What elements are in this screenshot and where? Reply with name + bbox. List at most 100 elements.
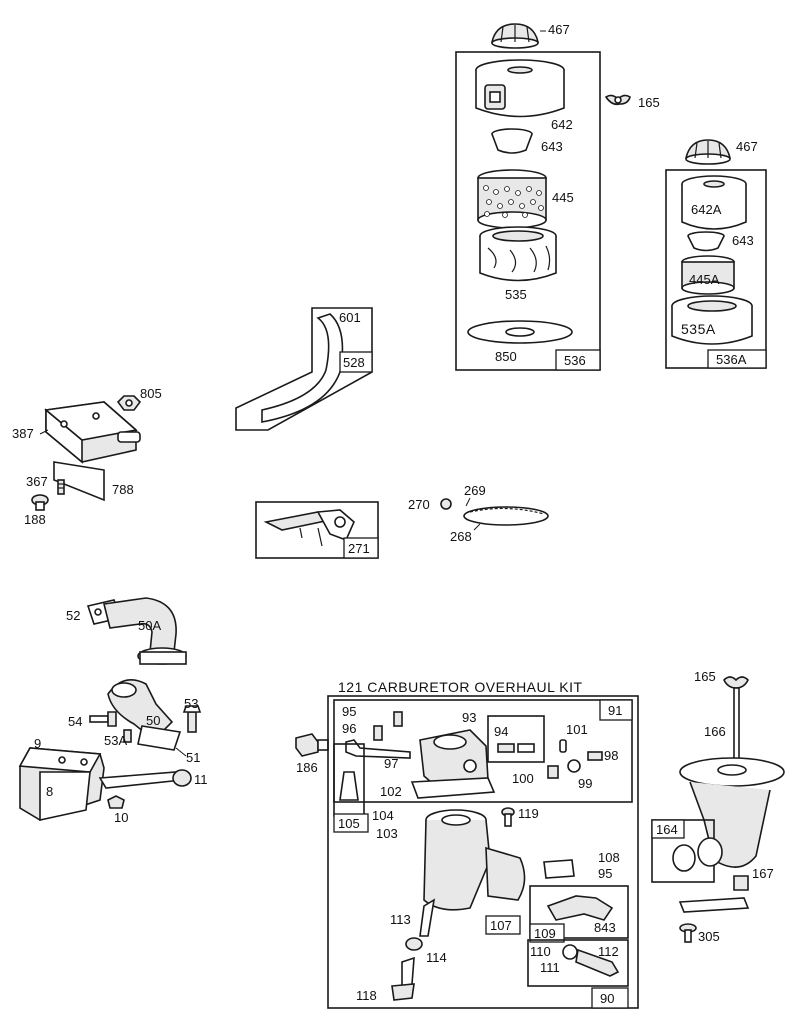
label-119: 119 bbox=[518, 806, 539, 821]
screw-10[interactable] bbox=[107, 795, 125, 809]
box-121 bbox=[327, 695, 639, 1009]
label-271: 271 bbox=[348, 541, 370, 556]
wing-nut-165[interactable] bbox=[604, 94, 631, 106]
label-536: 536 bbox=[564, 353, 586, 368]
label-165-right: 165 bbox=[694, 669, 716, 684]
rod-166[interactable] bbox=[733, 687, 740, 763]
cover-642A[interactable] bbox=[681, 175, 747, 230]
cup-643-alt[interactable] bbox=[687, 231, 725, 252]
wing-bolt-165[interactable] bbox=[723, 676, 749, 689]
bracket-788[interactable] bbox=[53, 461, 105, 502]
label-50A: 50A bbox=[138, 618, 161, 633]
kit-title: 121 CARBURETOR OVERHAUL KIT bbox=[338, 679, 583, 695]
gasket-102[interactable] bbox=[410, 777, 496, 799]
label-52: 52 bbox=[66, 608, 80, 623]
screw-305[interactable] bbox=[679, 923, 697, 943]
manifold-50[interactable] bbox=[107, 678, 182, 751]
link-268[interactable] bbox=[463, 506, 549, 526]
screw-95[interactable] bbox=[393, 711, 403, 727]
label-53: 53 bbox=[184, 696, 198, 711]
screw-54[interactable] bbox=[89, 711, 117, 727]
screw-53A[interactable] bbox=[123, 729, 132, 743]
bracket-167[interactable] bbox=[678, 875, 750, 913]
label-50: 50 bbox=[146, 713, 160, 728]
screw-96[interactable] bbox=[373, 725, 383, 741]
knob-467[interactable] bbox=[491, 23, 539, 49]
nut-805[interactable] bbox=[116, 395, 142, 411]
label-112: 112 bbox=[598, 944, 619, 959]
knob-467-alt[interactable] bbox=[685, 139, 731, 165]
control-lever[interactable] bbox=[263, 509, 355, 547]
bowl-nut-118[interactable] bbox=[391, 956, 415, 1001]
carburetor-upper-93[interactable] bbox=[419, 729, 489, 791]
spring-99[interactable] bbox=[567, 759, 581, 773]
label-105: 105 bbox=[338, 816, 360, 831]
air-cleaner-assembly-536A: 467 642A 643 445A 535A 536A bbox=[665, 139, 767, 369]
label-167: 167 bbox=[752, 866, 774, 881]
needle-94[interactable] bbox=[497, 743, 535, 753]
label-642A: 642A bbox=[691, 202, 722, 217]
label-109: 109 bbox=[534, 926, 556, 941]
label-186: 186 bbox=[296, 760, 318, 775]
part-101[interactable] bbox=[559, 739, 567, 753]
screw-188[interactable] bbox=[31, 494, 49, 511]
throttle-843[interactable] bbox=[546, 895, 614, 921]
label-445A: 445A bbox=[689, 272, 720, 287]
tag-109 bbox=[529, 923, 565, 943]
control-assembly-271: 271 bbox=[255, 501, 379, 559]
tank-8[interactable] bbox=[18, 747, 105, 821]
label-164: 164 bbox=[656, 822, 678, 837]
washer-114[interactable] bbox=[405, 937, 423, 951]
carburetor-body[interactable] bbox=[423, 809, 526, 911]
elbow-body[interactable] bbox=[679, 757, 785, 868]
label-99: 99 bbox=[578, 776, 592, 791]
label-102: 102 bbox=[380, 784, 402, 799]
needle-113[interactable] bbox=[419, 898, 436, 937]
precleaner-535A[interactable] bbox=[671, 295, 753, 345]
gasket-rings-164[interactable] bbox=[672, 837, 723, 872]
cover-642[interactable] bbox=[475, 59, 565, 118]
tag-536 bbox=[555, 349, 601, 371]
screw-367[interactable] bbox=[57, 479, 65, 495]
screw-53[interactable] bbox=[182, 705, 202, 733]
label-850: 850 bbox=[495, 349, 517, 364]
label-367: 367 bbox=[26, 474, 48, 489]
label-642: 642 bbox=[551, 117, 573, 132]
screw-98[interactable] bbox=[587, 751, 603, 761]
filter-element-445[interactable] bbox=[477, 169, 547, 229]
box-110-112 bbox=[527, 939, 629, 987]
label-107: 107 bbox=[490, 918, 512, 933]
screw-112[interactable] bbox=[575, 948, 620, 977]
label-528: 528 bbox=[343, 355, 365, 370]
label-118: 118 bbox=[356, 988, 377, 1003]
fuel-line-11[interactable] bbox=[98, 769, 192, 789]
fitting-186[interactable] bbox=[295, 733, 329, 757]
label-104: 104 bbox=[372, 808, 394, 823]
box-109 bbox=[529, 885, 629, 939]
label-467: 467 bbox=[548, 22, 570, 37]
part-100[interactable] bbox=[547, 765, 559, 779]
label-98: 98 bbox=[604, 748, 618, 763]
label-103: 103 bbox=[376, 826, 398, 841]
plate-108[interactable] bbox=[543, 859, 575, 879]
manifold-50A[interactable] bbox=[103, 597, 187, 665]
tube-601[interactable] bbox=[261, 313, 344, 423]
screw-119[interactable] bbox=[501, 807, 515, 827]
tag-91 bbox=[599, 699, 633, 721]
label-305: 305 bbox=[698, 929, 720, 944]
cup-643[interactable] bbox=[491, 128, 533, 154]
governor-spring-group: 270 269 268 bbox=[408, 483, 549, 544]
tag-528 bbox=[339, 351, 373, 373]
label-536A: 536A bbox=[716, 352, 747, 367]
intake-elbow-group: 165 166 164 167 305 bbox=[651, 669, 785, 944]
float-needle-105[interactable] bbox=[339, 771, 359, 801]
shaft-97[interactable] bbox=[345, 739, 411, 759]
part-270[interactable] bbox=[440, 498, 452, 510]
filter-element-445A[interactable] bbox=[681, 255, 735, 295]
fuel-pump-387[interactable] bbox=[44, 401, 141, 464]
label-9: 9 bbox=[34, 736, 41, 751]
carburetor-overhaul-kit: 121 CARBURETOR OVERHAUL KIT 91 95 96 93 … bbox=[327, 679, 639, 1009]
washer-110[interactable] bbox=[562, 944, 578, 960]
precleaner-535[interactable] bbox=[479, 226, 557, 282]
base-plate-850[interactable] bbox=[467, 320, 573, 344]
